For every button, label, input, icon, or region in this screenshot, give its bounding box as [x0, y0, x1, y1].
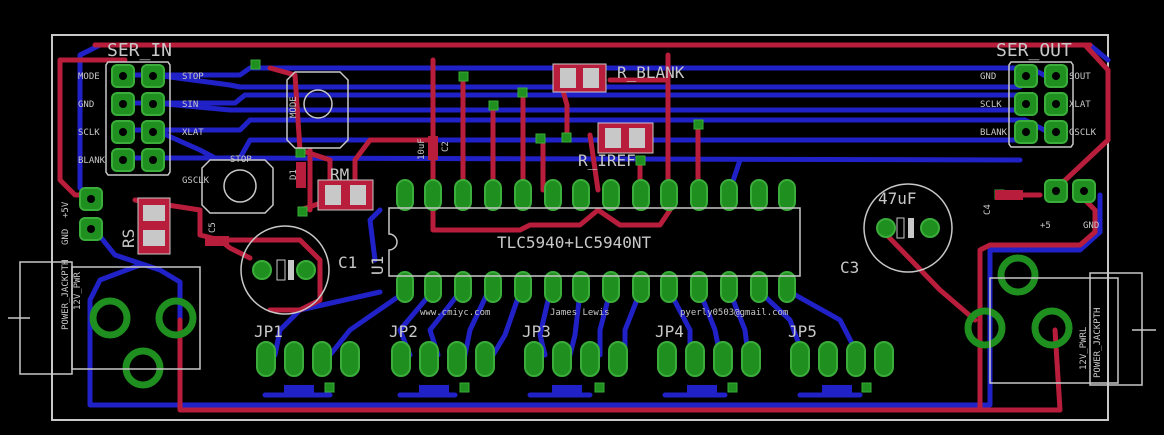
rs-label: RS: [119, 229, 138, 248]
pad-layer: [79, 59, 1096, 393]
silkscreen-shapes: [8, 61, 1156, 386]
ser-in-name: SER_IN: [107, 40, 172, 61]
jack-right-type: POWER_JACKPTH: [1093, 308, 1103, 378]
ser-out-pin-label: GSCLK: [1069, 128, 1097, 138]
led-label: D1: [289, 169, 299, 180]
ser-in-pin-label: GND: [78, 100, 94, 110]
cap-label: C2: [441, 141, 451, 152]
cap-label: C4: [983, 204, 993, 215]
power-right-pin-label: GND: [1083, 221, 1099, 231]
header-label-jp2: JP2: [389, 322, 418, 341]
cap-label: C5: [208, 222, 218, 233]
silkscreen-text: SER_IN MODE GND SCLK BLANK STOP SIN XLAT…: [61, 40, 1103, 378]
ser-out-name: SER_OUT: [996, 40, 1072, 61]
top-copper-layer: [57, 42, 1111, 413]
ser-in-pin-label: XLAT: [182, 128, 204, 138]
header-label-jp5: JP5: [788, 322, 817, 341]
ser-in-pin-label: STOP: [182, 72, 204, 82]
credit-email: pyerly0503@gmail.com: [680, 308, 788, 318]
c3-label: C3: [840, 258, 859, 277]
ser-in-pin-label: GSCLK: [182, 176, 210, 186]
jack-left-type: POWER_JACKPTH: [61, 260, 71, 330]
c1-label: C1: [338, 253, 357, 272]
rm-label: RM: [330, 165, 349, 184]
ser-out-pin-label: BLANK: [980, 128, 1008, 138]
ser-out-pin-label: SCLK: [980, 100, 1002, 110]
ser-out-pin-label: XLAT: [1069, 100, 1091, 110]
power-left-pin-label: GND: [61, 229, 71, 245]
c3-value: 47uF: [878, 189, 917, 208]
ser-in-pin-label: BLANK: [78, 156, 106, 166]
power-left-pin-label: +5V: [61, 201, 71, 218]
ser-out-pin-label: GND: [980, 72, 996, 82]
mode-button-label: MODE: [289, 96, 299, 118]
stop-button-label: STOP: [230, 155, 252, 165]
ser-out-pin-label: SOUT: [1069, 72, 1091, 82]
r-iref-label: R_IREF: [578, 151, 636, 170]
power-right-pin-label: +5: [1040, 221, 1051, 231]
cap-value: 10uF: [417, 138, 427, 160]
u1-value: TLC5940+LC5940NT: [497, 233, 651, 252]
credit-website: www.cmiyc.com: [420, 308, 490, 318]
ser-in-pin-label: MODE: [78, 72, 100, 82]
header-label-jp3: JP3: [522, 322, 551, 341]
ser-in-pin-label: SIN: [182, 100, 198, 110]
u1-label: U1: [368, 256, 387, 275]
header-label-jp4: JP4: [655, 322, 684, 341]
jack-left-name: 12V_PWR: [73, 271, 83, 310]
r-blank-label: R_BLANK: [617, 63, 685, 82]
smd-parts: [137, 63, 1023, 395]
ser-in-pin-label: SCLK: [78, 128, 100, 138]
header-label-jp1: JP1: [254, 322, 283, 341]
cap-bodies: [276, 217, 914, 281]
board-outline: [51, 34, 1109, 421]
credit-author: James Lewis: [550, 308, 610, 318]
jack-right-name: 12V_PWRL: [1079, 327, 1089, 370]
